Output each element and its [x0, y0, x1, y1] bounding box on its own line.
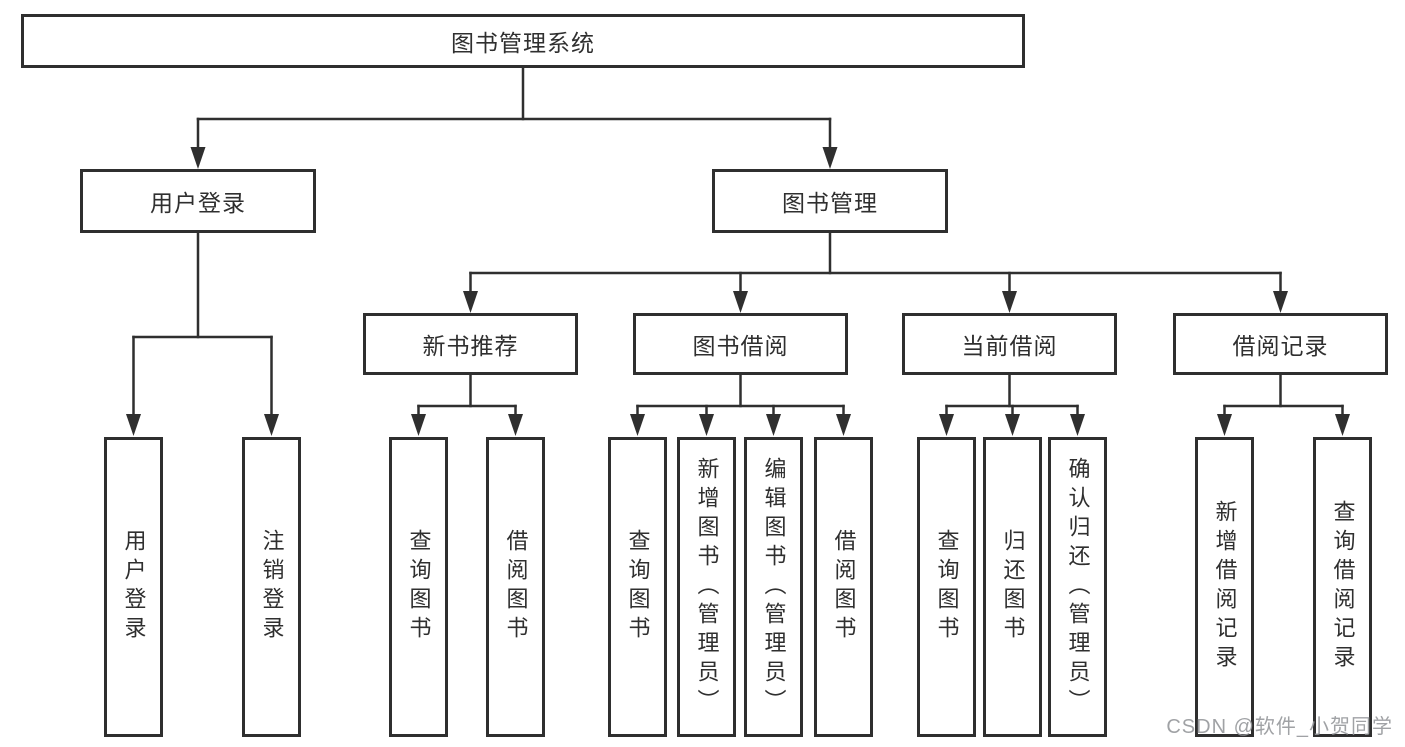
node-book-borrowing: 图书借阅: [633, 313, 848, 375]
leaf-label: 编辑图书（管理员）: [761, 456, 787, 718]
leaf-label: 新增图书（管理员）: [694, 456, 720, 718]
node-user-login: 用户登录: [80, 169, 316, 233]
leaf-label: 确认归还（管理员）: [1065, 456, 1091, 718]
node-new-book-recommend: 新书推荐: [363, 313, 578, 375]
node-system-root: 图书管理系统: [21, 14, 1025, 68]
leaf-label: 查询图书: [625, 529, 651, 645]
node-leaf-borrow-book-recommend: 借阅图书: [486, 437, 545, 737]
node-current-borrowing: 当前借阅: [902, 313, 1117, 375]
leaf-label: 借阅图书: [831, 529, 857, 645]
csdn-watermark: CSDN @软件_小贺同学: [1166, 716, 1393, 738]
leaf-label: 查询借阅记录: [1330, 500, 1356, 674]
leaf-label: 注销登录: [259, 529, 285, 645]
node-leaf-query-book-recommend: 查询图书: [389, 437, 448, 737]
leaf-label: 归还图书: [1000, 529, 1026, 645]
node-leaf-add-book-admin: 新增图书（管理员）: [677, 437, 736, 737]
node-leaf-query-book-current: 查询图书: [917, 437, 976, 737]
leaf-label: 用户登录: [121, 529, 147, 645]
leaf-label: 查询图书: [934, 529, 960, 645]
leaf-label: 借阅图书: [503, 529, 529, 645]
node-leaf-confirm-return-admin: 确认归还（管理员）: [1048, 437, 1107, 737]
node-leaf-add-borrow-record: 新增借阅记录: [1195, 437, 1254, 737]
leaf-label: 查询图书: [406, 529, 432, 645]
node-book-management: 图书管理: [712, 169, 948, 233]
node-leaf-user-login: 用户登录: [104, 437, 163, 737]
node-leaf-borrow-book: 借阅图书: [814, 437, 873, 737]
node-borrowing-records: 借阅记录: [1173, 313, 1388, 375]
leaf-label: 新增借阅记录: [1212, 500, 1238, 674]
node-leaf-return-book: 归还图书: [983, 437, 1042, 737]
node-leaf-query-book-borrowing: 查询图书: [608, 437, 667, 737]
node-leaf-query-borrow-record: 查询借阅记录: [1313, 437, 1372, 737]
node-leaf-edit-book-admin: 编辑图书（管理员）: [744, 437, 803, 737]
node-leaf-logout: 注销登录: [242, 437, 301, 737]
